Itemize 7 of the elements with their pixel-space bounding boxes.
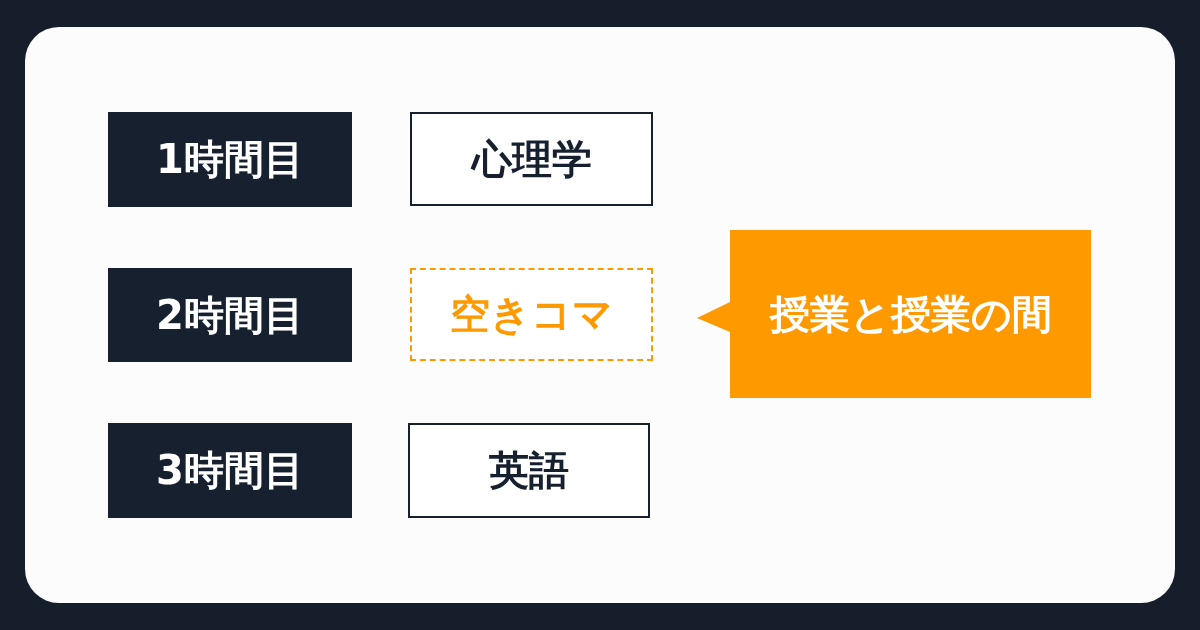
period-label: 3時間目 — [108, 423, 352, 518]
empty-slot-box: 空きコマ — [410, 268, 653, 361]
subject-box: 心理学 — [410, 112, 653, 206]
speech-bubble: 授業と授業の間 — [697, 230, 1091, 398]
period-label: 1時間目 — [108, 112, 352, 207]
period-label: 2時間目 — [108, 268, 352, 362]
subject-box: 英語 — [408, 423, 650, 518]
